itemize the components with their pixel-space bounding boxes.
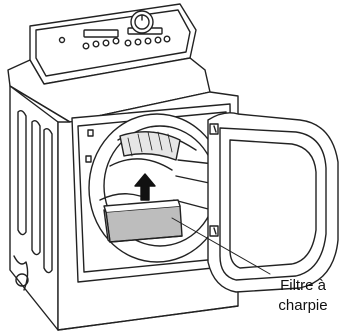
- callout-line-2: charpie: [262, 296, 344, 316]
- callout-label: Filtre à charpie: [262, 276, 344, 316]
- callout-line-1: Filtre à: [262, 276, 344, 296]
- lint-filter-icon: [104, 200, 182, 242]
- knob-icon: [131, 11, 153, 33]
- open-door: [208, 113, 338, 292]
